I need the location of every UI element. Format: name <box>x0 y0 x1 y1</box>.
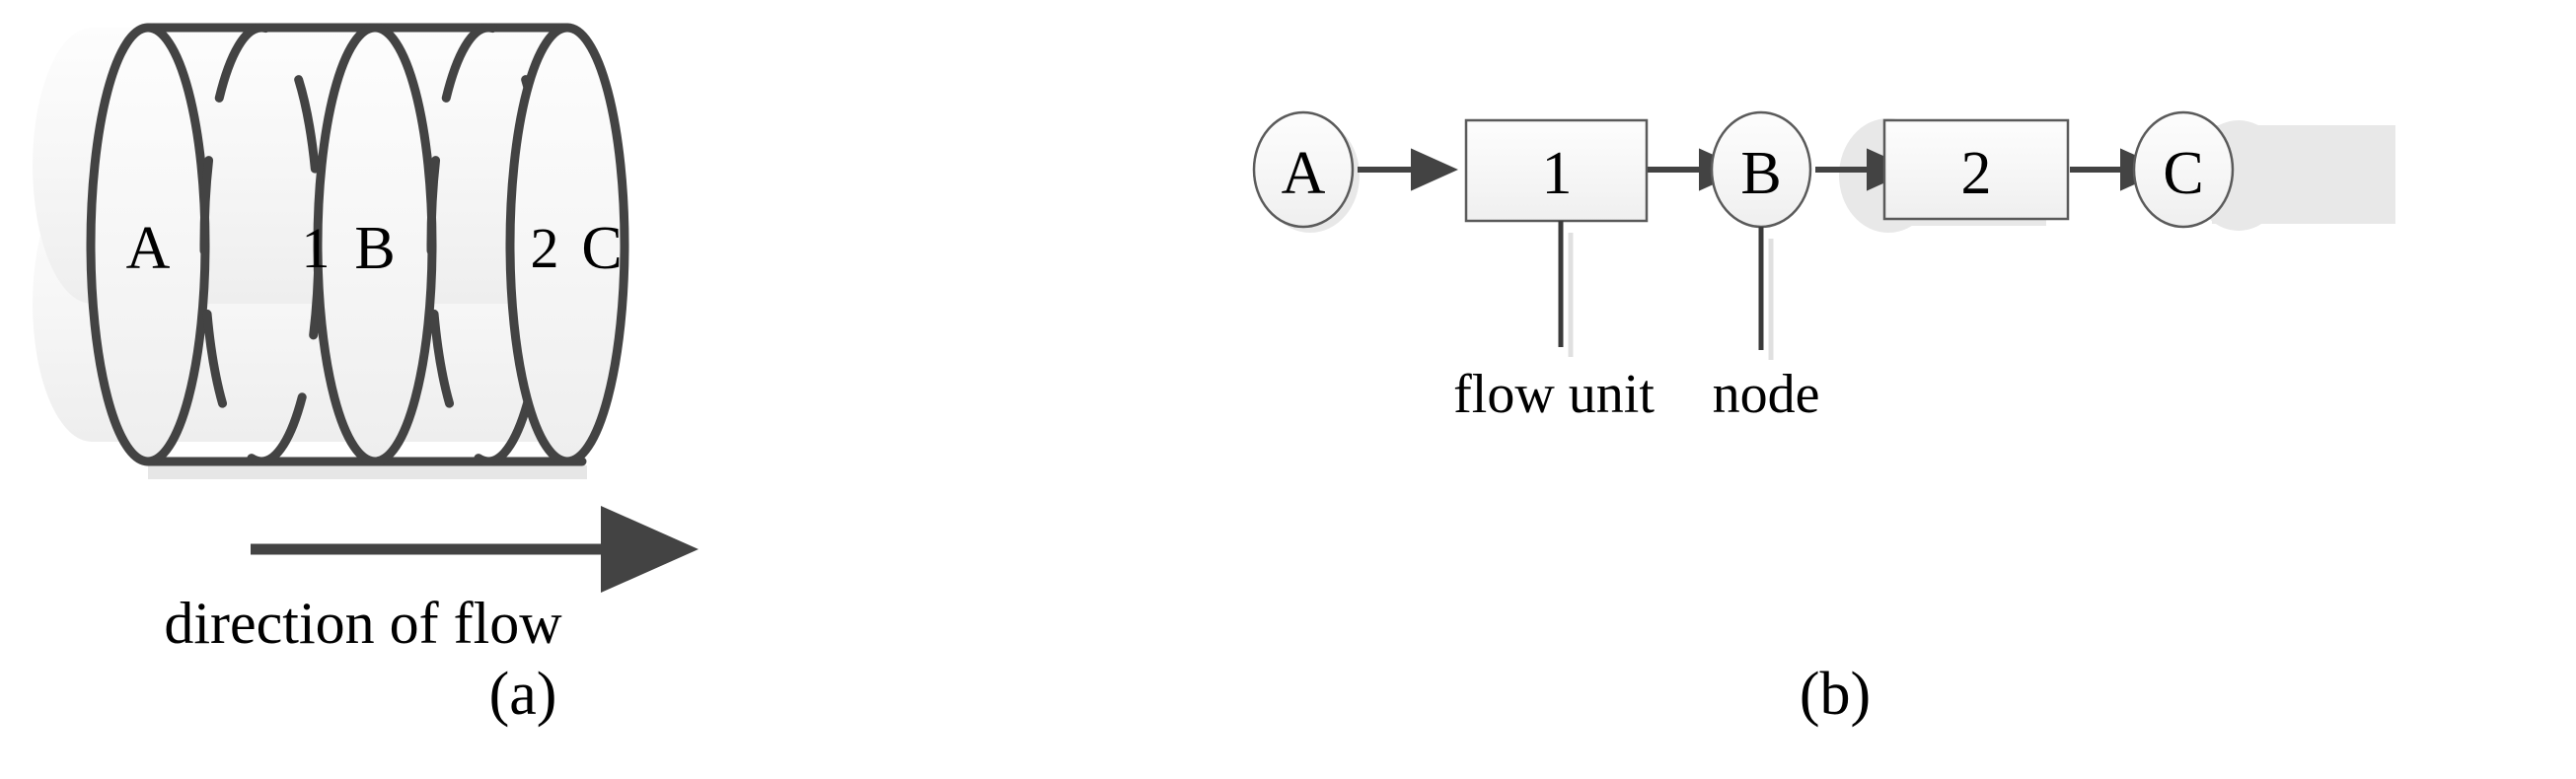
direction-of-flow-label: direction of flow <box>164 591 562 656</box>
node-leader-line <box>1758 227 1774 360</box>
cylinder-label-unit-2: 2 <box>530 216 559 280</box>
node-annotation-label: node <box>1712 364 1820 425</box>
cylinder-label-a: A <box>125 215 171 282</box>
cylinder-label-b: B <box>354 215 396 282</box>
unit-2-shape[interactable] <box>1882 118 2070 221</box>
node-a-shape[interactable] <box>1252 110 1355 229</box>
node-c-shape[interactable] <box>2132 110 2235 229</box>
flow-unit-annotation-label: flow unit <box>1453 364 1655 425</box>
panel-a: A 1 B 2 C direction of flow (a) <box>0 0 1223 779</box>
cylinder-label-unit-1: 1 <box>301 216 331 280</box>
unit-2-label: 2 <box>1960 140 1992 207</box>
cylinder-right-cap <box>505 23 629 466</box>
panel-a-caption: (a) <box>488 661 557 728</box>
unit-1-shape[interactable] <box>1464 118 1649 223</box>
cylinder-label-c: C <box>581 215 623 282</box>
panel-b: A 1 B 2 C flow unit node (b) <box>1223 0 2576 779</box>
flow-unit-leader-line <box>1558 221 1574 357</box>
panel-b-graphics <box>1252 110 2395 360</box>
panel-b-caption: (b) <box>1799 661 1872 728</box>
node-a-label: A <box>1281 140 1326 207</box>
unit-1-label: 1 <box>1541 140 1573 207</box>
node-c-label: C <box>2163 140 2204 207</box>
node-b-label: B <box>1740 140 1782 207</box>
panel-a-graphics <box>33 23 699 593</box>
